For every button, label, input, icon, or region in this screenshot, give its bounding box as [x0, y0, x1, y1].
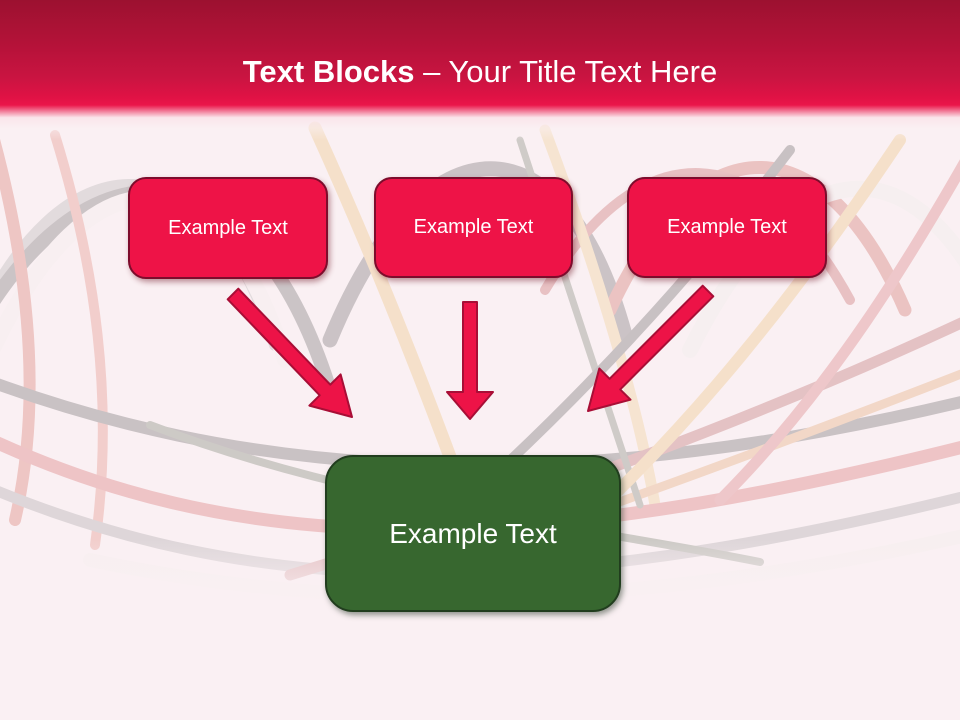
text-block-label: Example Text — [667, 216, 787, 238]
slide-title: Text Blocks – Your Title Text Here — [0, 54, 960, 90]
text-block-top-right[interactable]: Example Text — [627, 177, 827, 278]
arrow-down-icon[interactable] — [446, 301, 494, 420]
title-regular-text: – Your Title Text Here — [414, 54, 718, 89]
title-bold-text: Text Blocks — [242, 54, 415, 89]
text-block-label: Example Text — [413, 216, 534, 238]
arrow-down-left-icon[interactable] — [587, 284, 715, 412]
text-block-top-center[interactable]: Example Text — [374, 177, 573, 278]
title-bar: Text Blocks – Your Title Text Here — [0, 0, 960, 140]
text-block-top-left[interactable]: Example Text — [128, 177, 328, 279]
arrow-down-right-icon[interactable] — [226, 287, 353, 418]
text-block-bottom[interactable]: Example Text — [325, 455, 621, 612]
text-block-label: Example Text — [389, 517, 557, 549]
text-block-label: Example Text — [168, 216, 288, 239]
